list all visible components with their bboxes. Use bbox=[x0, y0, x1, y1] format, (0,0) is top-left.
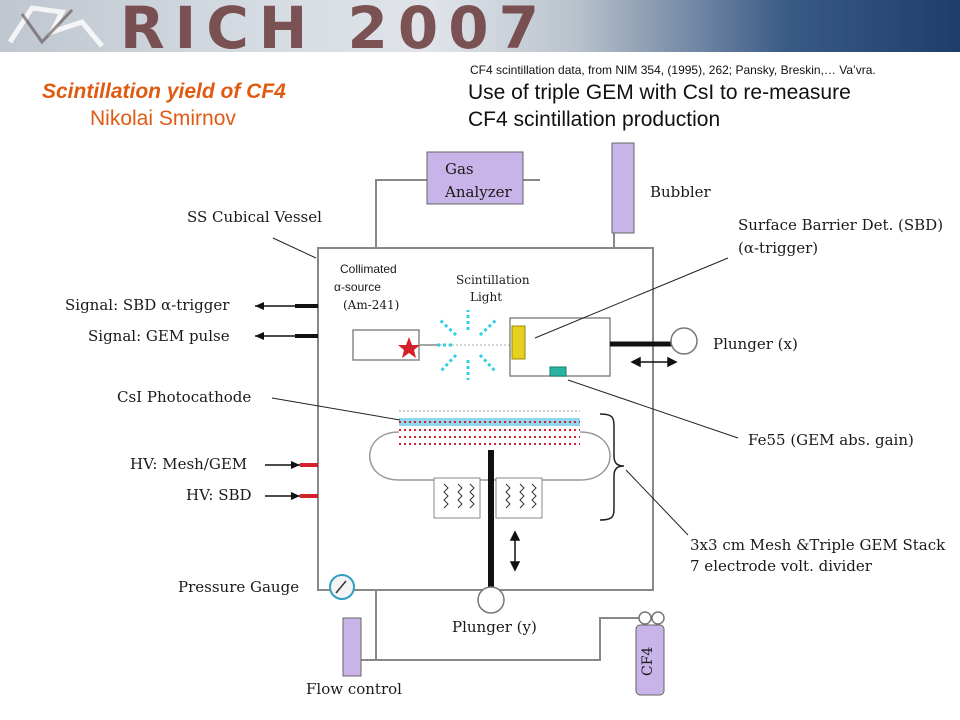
pressure-gauge-label: Pressure Gauge bbox=[178, 578, 300, 596]
fe55-source bbox=[549, 366, 567, 377]
sbd-label-1: Surface Barrier Det. (SBD) bbox=[738, 216, 944, 234]
surface-barrier-detector bbox=[511, 325, 526, 360]
flow-control-label: Flow control bbox=[306, 680, 402, 698]
conference-banner: RICH 2007 bbox=[0, 0, 960, 52]
scintillation-rays bbox=[436, 310, 498, 380]
banner-logo-text: RICH 2007 bbox=[120, 0, 549, 52]
voltage-divider-right bbox=[495, 477, 543, 519]
gas-analyzer-box bbox=[426, 151, 524, 205]
fe55-pointer bbox=[567, 379, 739, 439]
stack-pointer bbox=[625, 469, 689, 536]
headline-line-1: Use of triple GEM with CsI to re-measure bbox=[468, 81, 851, 104]
cf4-valve-right bbox=[651, 611, 665, 625]
cf4-bottle-label: CF4 bbox=[640, 646, 656, 676]
gas-line-cf4 bbox=[366, 617, 640, 661]
scintillation-label-1: Scintillation bbox=[456, 273, 530, 287]
csi-pointer bbox=[271, 397, 401, 421]
gem-stack-label-1: 3x3 cm Mesh &Triple GEM Stack bbox=[690, 536, 946, 554]
hv-sbd-label: HV: SBD bbox=[186, 486, 252, 504]
gem-stack-label-2: 7 electrode volt. divider bbox=[690, 557, 872, 575]
resistor-zigzags bbox=[443, 483, 537, 509]
gas-analyzer-label-1: Gas bbox=[445, 160, 474, 178]
vessel-pointer bbox=[272, 237, 317, 259]
gem-stack-brace bbox=[599, 413, 625, 521]
sbd-label-2: (α-trigger) bbox=[738, 239, 819, 257]
sbd-pointer bbox=[534, 257, 729, 339]
csi-photocathode-label: CsI Photocathode bbox=[117, 388, 252, 406]
cf4-valve-left bbox=[638, 611, 652, 625]
gas-line-top bbox=[375, 179, 427, 248]
signal-gem-label: Signal: GEM pulse bbox=[88, 327, 230, 345]
slide-author: Nikolai Smirnov bbox=[90, 107, 236, 130]
plunger-y-knob bbox=[477, 586, 505, 614]
collimated-label-3: (Am-241) bbox=[343, 298, 400, 312]
plunger-x-arrow bbox=[630, 356, 678, 368]
voltage-divider-left bbox=[433, 477, 481, 519]
plunger-y-arrow bbox=[509, 530, 521, 572]
ss-vessel-label: SS Cubical Vessel bbox=[187, 208, 322, 226]
signal-sbd-label: Signal: SBD α-trigger bbox=[65, 296, 230, 314]
citation-text: CF4 scintillation data, from NIM 354, (1… bbox=[470, 63, 876, 77]
plunger-x-knob bbox=[670, 327, 698, 355]
signal-feedthroughs bbox=[255, 302, 318, 340]
plunger-y-label: Plunger (y) bbox=[452, 618, 537, 636]
rich-logo-mark bbox=[7, 5, 104, 48]
fe55-label: Fe55 (GEM abs. gain) bbox=[748, 431, 914, 449]
plunger-x-label: Plunger (x) bbox=[713, 335, 798, 353]
slide-title: Scintillation yield of CF4 bbox=[42, 80, 286, 103]
pressure-gauge-icon bbox=[329, 574, 355, 600]
flow-control-box bbox=[342, 617, 362, 677]
alpha-source-star-icon bbox=[398, 337, 420, 358]
cf4-bottle bbox=[635, 624, 665, 696]
collimated-label-1: Collimated bbox=[340, 262, 397, 276]
scintillation-label-2: Light bbox=[470, 290, 503, 304]
hv-mesh-label: HV: Mesh/GEM bbox=[130, 455, 248, 473]
headline-line-2: CF4 scintillation production bbox=[468, 108, 721, 131]
gas-analyzer-label-2: Analyzer bbox=[445, 183, 512, 201]
bubbler-label: Bubbler bbox=[650, 183, 711, 201]
gem-foils bbox=[399, 421, 580, 445]
collimated-label-2: α-source bbox=[334, 280, 381, 294]
bubbler-tube bbox=[611, 142, 635, 234]
hv-feedthroughs bbox=[265, 461, 318, 500]
